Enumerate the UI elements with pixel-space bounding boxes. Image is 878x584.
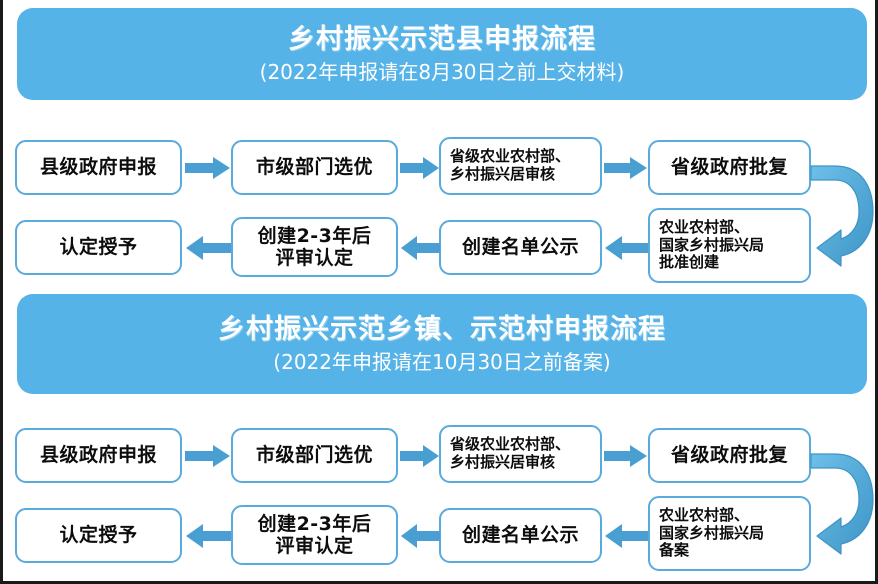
section-1-row1-box-4[interactable]: 省级政府批复: [648, 140, 811, 195]
box-line: 评审认定: [275, 535, 354, 557]
section-1-row2-box-2[interactable]: 创建2-3年后 评审认定: [231, 217, 398, 277]
section-2-arrow-right-2: [400, 445, 439, 467]
box-line: 创建2-3年后: [257, 224, 372, 247]
box-line: 认定授予: [59, 236, 138, 259]
box-line: 备案: [659, 541, 690, 560]
box-line: 农业农村部、: [659, 505, 750, 524]
section-1-row2-box-4[interactable]: 农业农村部、 国家乡村振兴局 批准创建: [648, 208, 811, 283]
box-line: 乡村振兴居审核: [450, 165, 556, 183]
section-2-row1-box-3[interactable]: 省级农业农村部、 乡村振兴居审核: [439, 425, 602, 483]
section-1-arrow-left-2: [401, 236, 440, 260]
section-1-title: 乡村振兴示范县申报流程: [288, 23, 596, 55]
section-2-row2-box-4[interactable]: 农业农村部、 国家乡村振兴局 备案: [648, 496, 811, 571]
section-2-row2-box-2[interactable]: 创建2-3年后 评审认定: [231, 505, 398, 565]
box-line: 国家乡村振兴局: [659, 523, 765, 542]
box-line: 市级部门选优: [255, 444, 373, 467]
section-2-row2-box-3[interactable]: 创建名单公示: [439, 508, 602, 563]
section-2-subtitle: (2022年申报请在10月30日之前备案): [273, 350, 611, 375]
section-2-loop-arrow: [810, 453, 874, 555]
box-line: 国家乡村振兴局: [659, 235, 765, 254]
section-2-arrow-right-3: [604, 445, 647, 467]
section-1-subtitle: (2022年申报请在8月30日之前上交材料): [259, 60, 625, 85]
section-2-banner: 乡村振兴示范乡镇、示范村申报流程 (2022年申报请在10月30日之前备案): [17, 294, 867, 394]
box-line: 县级政府申报: [39, 156, 157, 179]
section-1-row1-box-3[interactable]: 省级农业农村部、 乡村振兴居审核: [439, 137, 602, 195]
section-1-arrow-right-2: [400, 157, 439, 179]
box-line: 创建名单公示: [461, 524, 579, 547]
section-2-arrow-left-2: [401, 524, 440, 548]
section-1-row1-box-2[interactable]: 市级部门选优: [231, 140, 398, 195]
box-line: 省级农业农村部、: [450, 147, 571, 166]
box-line: 省级政府批复: [670, 156, 788, 179]
section-1-row2-box-3[interactable]: 创建名单公示: [439, 220, 602, 275]
section-2-row1-box-1[interactable]: 县级政府申报: [15, 428, 182, 483]
box-line: 创建名单公示: [461, 236, 579, 259]
section-2-row1-box-4[interactable]: 省级政府批复: [648, 428, 811, 483]
section-1-row2-box-1[interactable]: 认定授予: [15, 220, 182, 275]
section-2-row2-box-1[interactable]: 认定授予: [15, 508, 182, 563]
box-line: 县级政府申报: [39, 444, 157, 467]
section-1-banner: 乡村振兴示范县申报流程 (2022年申报请在8月30日之前上交材料): [17, 8, 867, 100]
section-1-arrow-left-3: [605, 236, 648, 260]
section-2-arrow-left-3: [605, 524, 648, 548]
box-line: 批准创建: [659, 253, 720, 272]
box-line: 创建2-3年后: [257, 512, 372, 535]
box-line: 认定授予: [59, 524, 138, 547]
box-line: 评审认定: [275, 247, 354, 269]
section-2-row1-box-2[interactable]: 市级部门选优: [231, 428, 398, 483]
box-line: 乡村振兴居审核: [450, 453, 556, 471]
section-2-title: 乡村振兴示范乡镇、示范村申报流程: [218, 313, 666, 345]
section-1-arrow-right-3: [604, 157, 647, 179]
box-line: 省级农业农村部、: [450, 435, 571, 454]
box-line: 农业农村部、: [659, 217, 750, 236]
section-1-row1-box-1[interactable]: 县级政府申报: [15, 140, 182, 195]
box-line: 市级部门选优: [255, 156, 373, 179]
section-1-arrow-left-1: [186, 236, 231, 260]
section-1-arrow-right-1: [185, 157, 230, 179]
section-2-arrow-left-1: [186, 524, 231, 548]
section-2-arrow-right-1: [185, 445, 230, 467]
box-line: 省级政府批复: [670, 444, 788, 467]
section-1-loop-arrow: [810, 165, 874, 267]
